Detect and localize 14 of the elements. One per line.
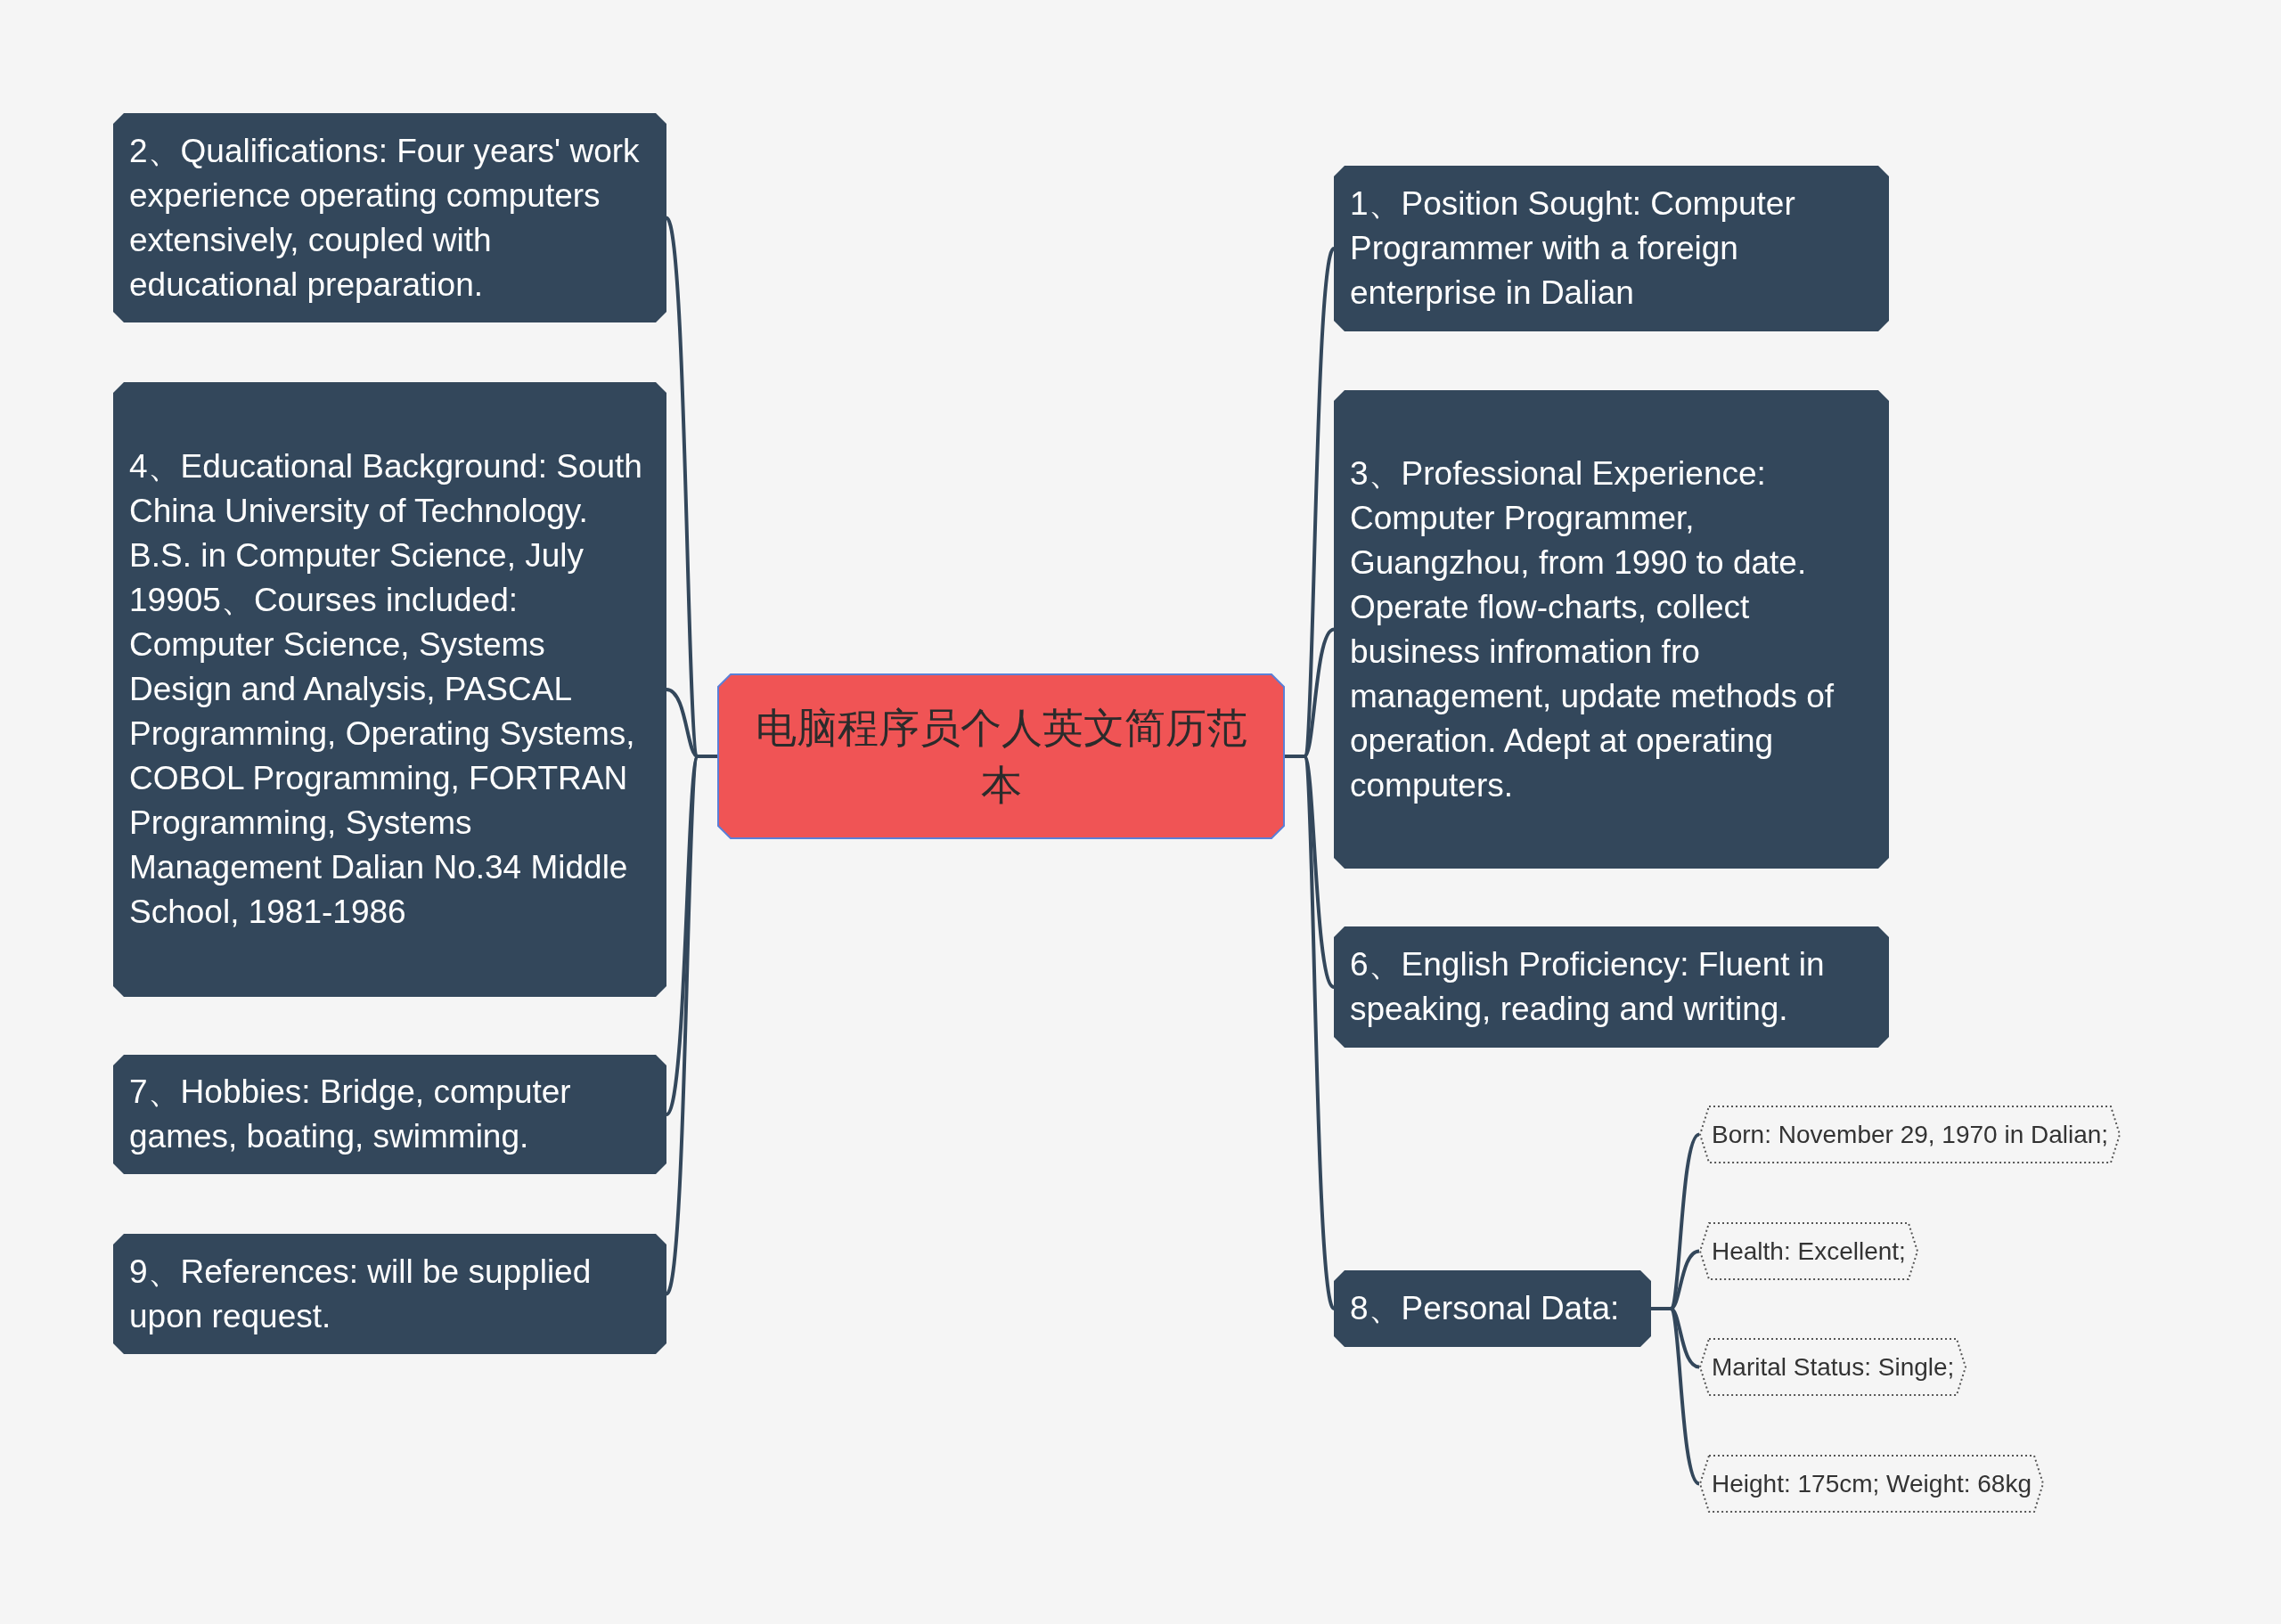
topic-box: 8、Personal Data: [1334,1270,1651,1347]
connector-line [1651,1307,1701,1486]
topic-box: 7、Hobbies: Bridge, computer games, boating, swimming. [113,1055,666,1174]
detail-tag: Health: Excellent; [1699,1222,1918,1280]
topic-box: 1、Position Sought: Computer Programmer with a foreign enterprise in Dalian [1334,166,1889,331]
detail-tag: Height: 175cm; Weight: 68kg [1699,1455,2044,1513]
topic-box: 9、References: will be supplied upon request. [113,1234,666,1354]
topic-box: 3、Professional Experience: Computer Programmer, Guangzhou, from 1990 to date. Operate flow-charts, collect business infromation fro management, update methods of operation. Adept at operating computers. [1334,390,1889,869]
topic-box: 6、English Proficiency: Fluent in speaking, reading and writing. [1334,926,1889,1048]
detail-tag: Born: November 29, 1970 in Dalian; [1699,1106,2122,1163]
central-topic-box: 电脑程序员个人英文简历范本 [717,673,1285,839]
topic-box: 2、Qualifications: Four years' work experience operating computers extensively, coupled with educational preparation. [113,113,666,322]
detail-tag: Marital Status: Single; [1699,1338,1967,1396]
topic-box: 4、Educational Background: South China University of Technology. B.S. in Computer Science, July 19905、Courses included: Computer Science, Systems Design and Analysis, PASCAL Programming, Operating Systems, COBOL Programming, FORTRAN Programming, Systems Management Dalian No.34 Middle School, 1981-1986 [113,382,666,997]
